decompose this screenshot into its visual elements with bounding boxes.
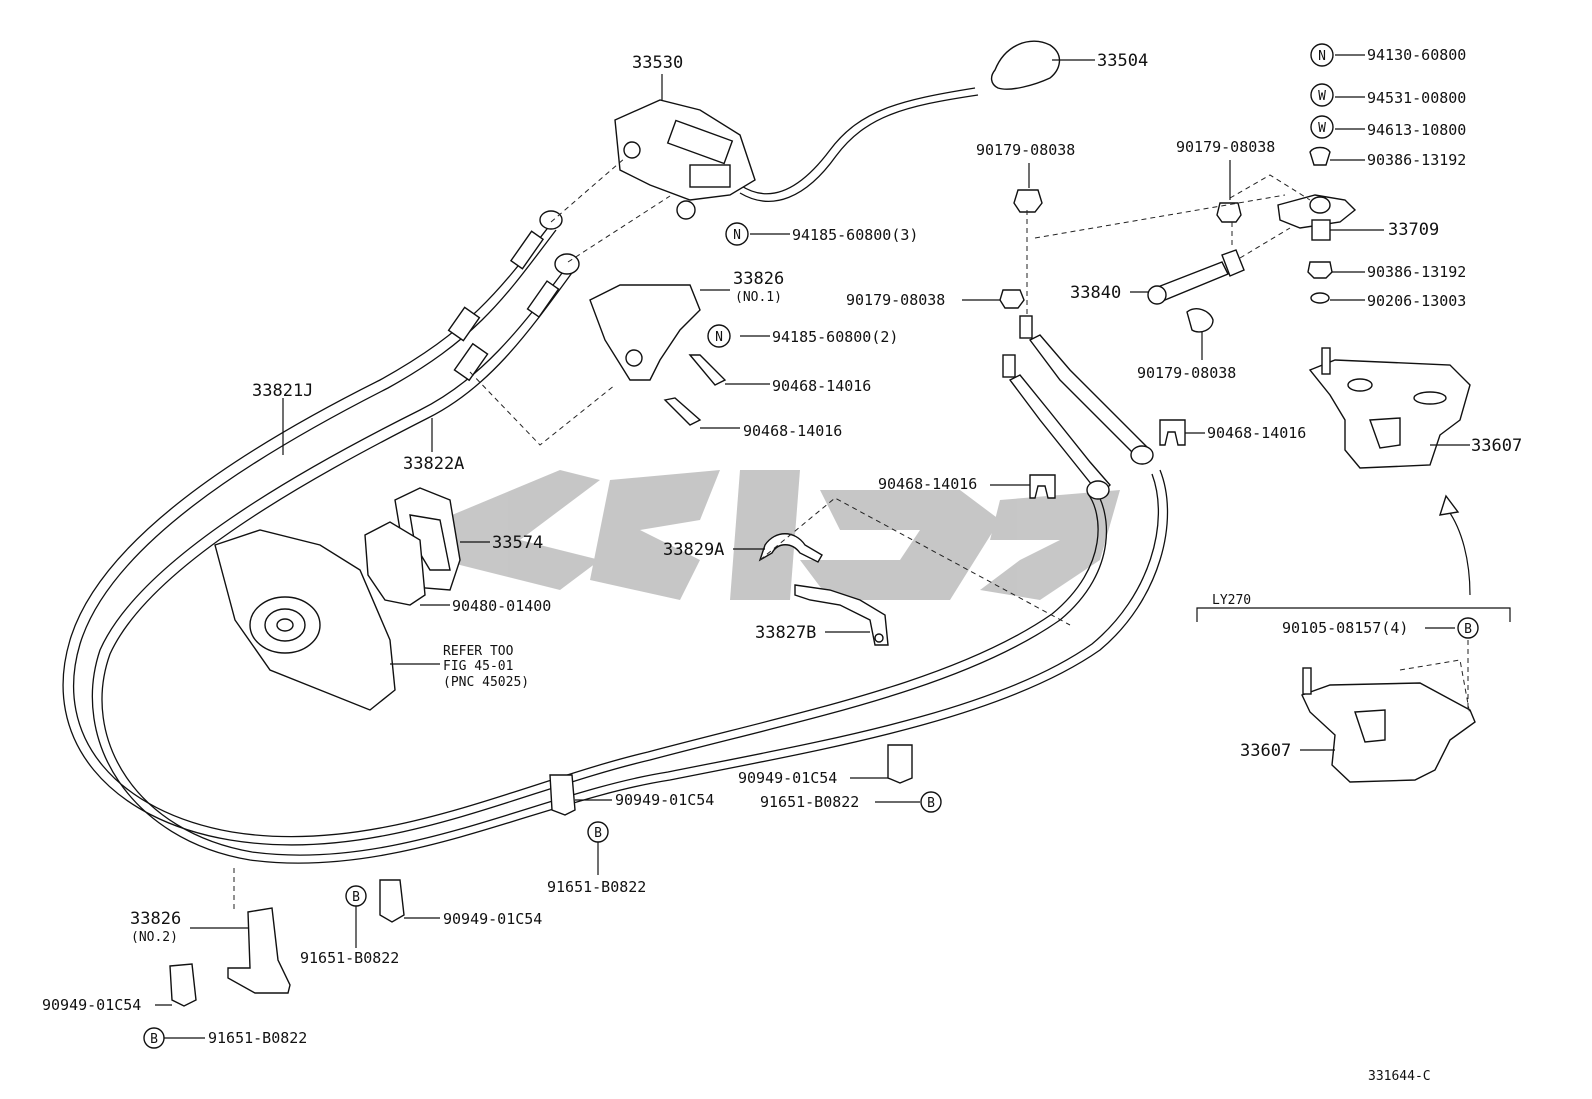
- label-33826-no2-sub: (NO.2): [131, 930, 178, 945]
- label-33574: 33574: [492, 533, 543, 553]
- cable-end-right: [1002, 315, 1154, 500]
- label-33840: 33840: [1070, 283, 1121, 303]
- label-94185-60800-2: 94185-60800(2): [772, 328, 898, 346]
- clip-90468: [663, 354, 1186, 499]
- shift-assembly-33530: [614, 99, 756, 220]
- symbol-bolt-group-icon: B B B B B: [143, 617, 1479, 1049]
- symbol-nut-icon: N N N: [707, 43, 1334, 348]
- bracket-33826-no1: [589, 284, 701, 381]
- hardware-right: [999, 189, 1245, 333]
- label-33607-b: 33607: [1240, 741, 1291, 761]
- label-94613-10800: 94613-10800: [1367, 121, 1466, 139]
- label-90949-01C54-a: 90949-01C54: [615, 791, 714, 809]
- lever-33709: [1277, 146, 1357, 304]
- cable-end-upper: [447, 210, 580, 382]
- label-91651-B0822-b: 91651-B0822: [760, 793, 859, 811]
- label-90105-08157-4: 90105-08157(4): [1282, 619, 1408, 637]
- label-90949-01C54-c: 90949-01C54: [443, 910, 542, 928]
- symbol-washer-icon: W W: [1310, 83, 1334, 139]
- svg-text:W: W: [1318, 121, 1326, 136]
- label-refer-line2: FIG 45-01: [443, 659, 513, 674]
- label-90468-14016-c: 90468-14016: [1207, 424, 1306, 442]
- label-33829A: 33829A: [663, 540, 724, 560]
- guide-lines: [233, 157, 1469, 912]
- label-refer-line1: REFER TOO: [443, 644, 514, 659]
- label-33821J: 33821J: [252, 381, 313, 401]
- bracket-33607-bottom: [1301, 659, 1476, 783]
- svg-text:N: N: [715, 330, 723, 345]
- part-labels: 33530 33504 94130-60800 94531-00800 9461…: [42, 46, 1522, 1084]
- label-90179-08038-d: 90179-08038: [1137, 364, 1236, 382]
- label-90179-08038-b: 90179-08038: [1176, 138, 1275, 156]
- svg-text:B: B: [927, 796, 935, 811]
- variant-bracket: [1196, 607, 1511, 622]
- label-33826-no1: 33826: [733, 269, 784, 289]
- svg-text:W: W: [1318, 89, 1326, 104]
- label-90468-14016-b: 90468-14016: [743, 422, 842, 440]
- label-91651-B0822-c: 91651-B0822: [300, 949, 399, 967]
- label-91651-B0822-d: 91651-B0822: [208, 1029, 307, 1047]
- label-33827B: 33827B: [755, 623, 816, 643]
- label-90386-13192-a: 90386-13192: [1367, 151, 1466, 169]
- bracket-33827B: [794, 584, 889, 646]
- floor-boot: [214, 529, 396, 711]
- clamp-33829A: [758, 533, 823, 563]
- label-33826-no1-sub: (NO.1): [735, 290, 782, 305]
- clips-90949: [169, 744, 913, 1007]
- gasket-90480: [364, 521, 426, 606]
- cable-33821J: [62, 224, 1108, 846]
- arrow-up: [1438, 494, 1471, 596]
- label-90179-08038-c: 90179-08038: [846, 291, 945, 309]
- label-33822A: 33822A: [403, 454, 464, 474]
- svg-text:B: B: [594, 826, 602, 841]
- shift-lever-33504: [739, 40, 1061, 202]
- label-refer-line3: (PNC 45025): [443, 675, 529, 690]
- label-ly270: LY270: [1212, 593, 1251, 608]
- label-90386-13192-b: 90386-13192: [1367, 263, 1466, 281]
- label-91651-B0822-a: 91651-B0822: [547, 878, 646, 896]
- watermark-logo: [440, 470, 1120, 600]
- label-33530: 33530: [632, 53, 683, 73]
- label-90949-01C54-d: 90949-01C54: [42, 996, 141, 1014]
- label-33607-a: 33607: [1471, 436, 1522, 456]
- svg-text:B: B: [1464, 622, 1472, 637]
- svg-text:N: N: [733, 228, 741, 243]
- label-33826-no2: 33826: [130, 909, 181, 929]
- label-90468-14016-a: 90468-14016: [772, 377, 871, 395]
- label-90468-14016-d: 90468-14016: [878, 475, 977, 493]
- bracket-33607-top: [1308, 347, 1471, 469]
- svg-text:B: B: [150, 1032, 158, 1047]
- diagram-code: 331644-C: [1368, 1069, 1431, 1084]
- leader-lines: [155, 54, 1470, 1039]
- label-94185-60800-3: 94185-60800(3): [792, 226, 918, 244]
- label-94130-60800: 94130-60800: [1367, 46, 1466, 64]
- label-33504: 33504: [1097, 51, 1148, 71]
- svg-text:N: N: [1318, 49, 1326, 64]
- cable-33822A: [91, 264, 1169, 864]
- label-90206-13003: 90206-13003: [1367, 292, 1466, 310]
- svg-text:B: B: [352, 890, 360, 905]
- label-94531-00800: 94531-00800: [1367, 89, 1466, 107]
- label-90179-08038-a: 90179-08038: [976, 141, 1075, 159]
- bracket-33826-no2: [227, 907, 291, 994]
- label-90949-01C54-b: 90949-01C54: [738, 769, 837, 787]
- label-33709: 33709: [1388, 220, 1439, 240]
- label-90480-01400: 90480-01400: [452, 597, 551, 615]
